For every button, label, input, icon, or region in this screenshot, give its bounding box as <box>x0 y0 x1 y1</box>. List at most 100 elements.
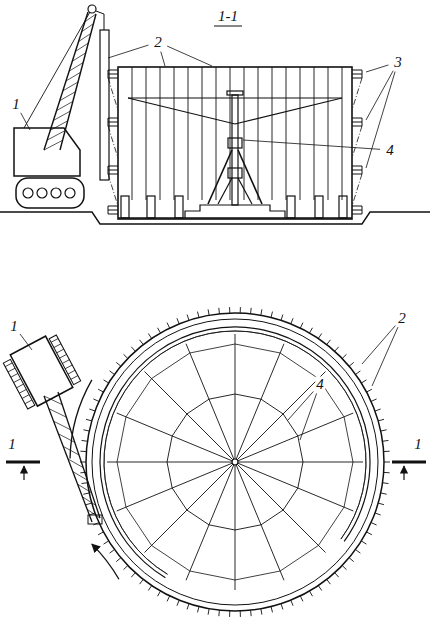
crane-track <box>16 178 84 208</box>
panel-tick <box>367 532 372 535</box>
panel-tick <box>342 566 346 570</box>
panel-tick <box>281 315 283 321</box>
roof-rafter <box>117 413 235 462</box>
stroke <box>6 461 40 464</box>
stroke <box>24 12 90 128</box>
stroke <box>73 472 88 481</box>
stroke <box>108 210 118 211</box>
callout-number: 1 <box>11 97 21 112</box>
stroke <box>75 43 88 51</box>
outline <box>14 128 80 176</box>
roof-rafter <box>235 462 353 511</box>
stroke <box>53 111 70 120</box>
stroke <box>352 174 362 206</box>
stroke <box>108 206 109 214</box>
title-underline <box>214 26 242 27</box>
panel-tick <box>271 607 272 613</box>
stroke <box>352 126 362 158</box>
stroke <box>79 33 91 41</box>
leader-line <box>167 46 212 66</box>
leader-line <box>21 113 30 130</box>
panel-tick <box>327 340 331 345</box>
post-clamp <box>228 138 242 148</box>
lifted-panel <box>100 30 109 180</box>
stroke <box>82 497 95 506</box>
roof-ring <box>117 344 353 580</box>
panel-tick <box>98 532 103 535</box>
callout-number: 1 <box>9 319 19 334</box>
panel-tick <box>371 399 376 401</box>
panel-tick <box>86 419 92 421</box>
roof-rafter <box>235 462 284 580</box>
foundation-block <box>315 196 323 218</box>
roof-rafter <box>186 462 235 580</box>
stroke <box>108 70 109 78</box>
stroke <box>352 174 362 175</box>
outline <box>128 98 342 124</box>
panel-tick <box>80 451 86 452</box>
hook-panel <box>88 515 102 524</box>
stroke <box>87 509 100 518</box>
panel-tick <box>167 323 170 328</box>
panel-tick <box>361 541 366 544</box>
leader-line <box>366 72 395 168</box>
panel-tick <box>300 596 303 601</box>
outline <box>60 14 96 150</box>
crane-plan <box>1 331 81 410</box>
panel-tick <box>384 451 390 452</box>
stroke <box>69 63 83 72</box>
stroke <box>300 67 301 200</box>
stroke <box>128 97 342 98</box>
stroke <box>352 78 362 110</box>
stroke <box>328 67 329 200</box>
tank-ring <box>86 313 384 611</box>
roof-rafter <box>235 413 353 462</box>
panel-tick <box>187 315 189 321</box>
panel-tick <box>198 312 199 318</box>
roof-rafter <box>107 462 235 463</box>
stroke <box>174 67 175 200</box>
leader-line <box>20 334 32 350</box>
panel-tick <box>158 328 161 333</box>
stroke <box>72 53 85 61</box>
panel-tick <box>250 610 252 616</box>
stroke <box>44 140 63 150</box>
stroke <box>352 70 362 71</box>
leader-line <box>108 45 148 58</box>
panel-tick <box>83 430 89 431</box>
stroke <box>362 70 363 78</box>
section-title: 1-1 <box>217 9 239 24</box>
panel-tick <box>356 371 361 375</box>
panel-tick <box>383 482 389 484</box>
panel-tick <box>261 309 262 315</box>
panel-tick <box>378 419 384 421</box>
boom-sheave <box>88 5 96 13</box>
stroke <box>352 170 362 171</box>
stroke <box>57 101 73 110</box>
panel-tick <box>104 380 109 383</box>
stroke <box>352 118 362 119</box>
stroke <box>352 122 362 123</box>
panel-tick <box>371 523 376 525</box>
panel-tick <box>158 591 161 596</box>
outline <box>238 178 252 204</box>
post-cap <box>227 91 243 95</box>
stroke <box>258 67 259 200</box>
panel-tick <box>86 503 92 505</box>
stroke <box>68 459 83 468</box>
roof-rafter <box>235 371 326 462</box>
panel-tick <box>177 318 179 324</box>
roof-ring <box>167 394 303 530</box>
stroke <box>58 434 74 443</box>
panel-tick <box>261 609 262 615</box>
stroke <box>118 217 352 218</box>
stroke <box>352 206 362 207</box>
stroke <box>60 92 76 101</box>
central-post <box>232 95 238 205</box>
panel-tick <box>291 318 293 324</box>
stroke <box>352 74 362 75</box>
stroke <box>362 206 363 214</box>
stroke <box>392 461 426 464</box>
leader-line <box>366 65 388 72</box>
panel-tick <box>148 586 151 591</box>
